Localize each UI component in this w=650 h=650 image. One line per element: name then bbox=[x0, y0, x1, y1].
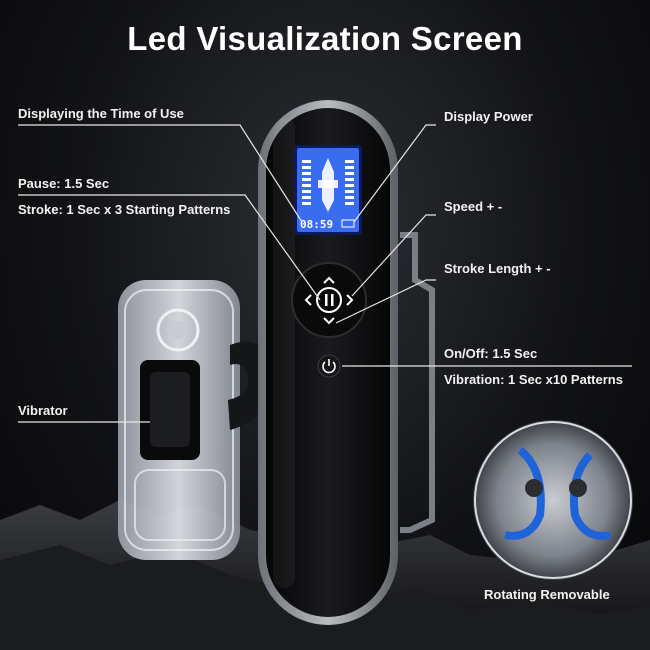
label-pause: Pause: 1.5 Sec bbox=[18, 176, 110, 191]
arrow-left-icon[interactable] bbox=[304, 294, 312, 306]
label-display-power: Display Power bbox=[444, 109, 533, 124]
label-stroke-length: Stroke Length + - bbox=[444, 261, 551, 276]
line-pause bbox=[18, 194, 321, 301]
line-stroke-length bbox=[335, 279, 436, 324]
line-time-of-use bbox=[18, 124, 303, 223]
power-icon bbox=[322, 361, 336, 374]
battery-icon bbox=[341, 219, 355, 228]
arrow-right-icon[interactable] bbox=[346, 294, 354, 306]
pause-icon[interactable] bbox=[316, 287, 342, 313]
lcd-screen: 08:59 bbox=[294, 145, 362, 235]
sleeve-vibrator bbox=[118, 280, 240, 560]
line-speed bbox=[351, 214, 436, 297]
side-bracket bbox=[400, 232, 435, 533]
power-button[interactable] bbox=[317, 354, 341, 378]
lcd-bar-left bbox=[302, 160, 311, 205]
arrow-up-icon[interactable] bbox=[323, 276, 335, 284]
label-time-of-use: Displaying the Time of Use bbox=[18, 106, 184, 121]
label-vibration: Vibration: 1 Sec x10 Patterns bbox=[444, 372, 623, 387]
label-vibrator: Vibrator bbox=[18, 403, 68, 418]
lcd-time: 08:59 bbox=[300, 218, 333, 231]
label-rotating-removable: Rotating Removable bbox=[484, 587, 610, 602]
label-on-off: On/Off: 1.5 Sec bbox=[444, 346, 538, 361]
arrow-down-icon[interactable] bbox=[323, 317, 335, 325]
line-display-power bbox=[353, 124, 436, 223]
label-stroke: Stroke: 1 Sec x 3 Starting Patterns bbox=[18, 202, 231, 217]
control-pad bbox=[291, 262, 367, 338]
label-speed: Speed + - bbox=[444, 199, 503, 214]
rotating-removable-inset bbox=[473, 420, 633, 580]
page-title: Led Visualization Screen bbox=[127, 20, 523, 57]
lcd-bar-right bbox=[345, 160, 354, 205]
